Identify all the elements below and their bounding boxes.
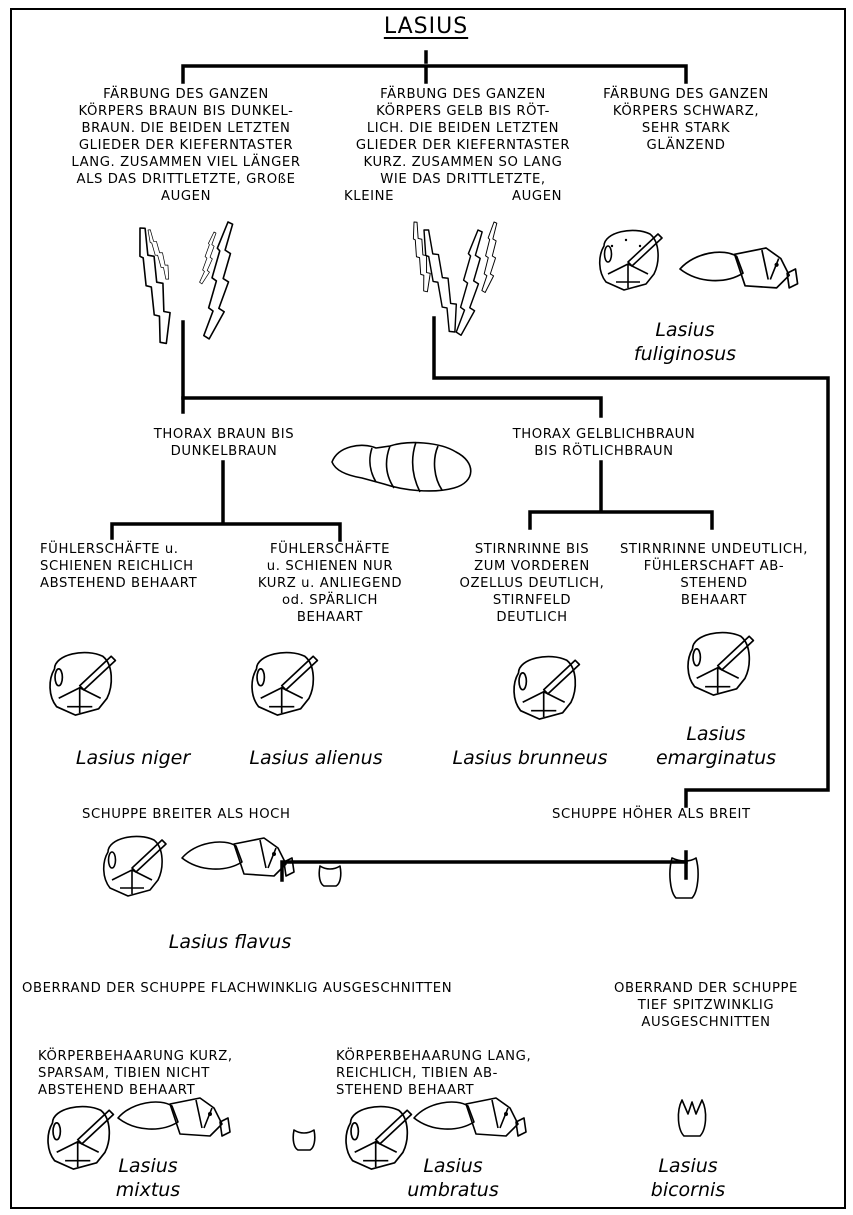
level3-a-text: FÜHLERSCHÄFTE u. SCHIENEN REICHLICH ABST… (40, 541, 197, 592)
level4-left-text: SCHUPPE BREITER ALS HOCH (82, 806, 291, 823)
level3-b-text: FÜHLERSCHÄFTE u. SCHIENEN NUR KURZ u. AN… (240, 541, 420, 626)
level1-middle-text: FÄRBUNG DES GANZEN KÖRPERS GELB BIS RÖT-… (318, 86, 608, 188)
level1-left-text: FÄRBUNG DES GANZEN KÖRPERS BRAUN BIS DUN… (48, 86, 324, 205)
title: LASIUS (366, 14, 486, 39)
species-brunneus: Lasius brunneus (432, 746, 628, 770)
species-flavus: Lasius flavus (150, 930, 310, 954)
level5-b-text: KÖRPERBEHAARUNG LANG, REICHLICH, TIBIEN … (336, 1048, 531, 1099)
species-fuliginosus: Lasius fuliginosus (620, 318, 750, 366)
level5-left-text: OBERRAND DER SCHUPPE FLACHWINKLIG AUSGES… (22, 980, 452, 997)
level2-left-text: THORAX BRAUN BIS DUNKELBRAUN (114, 426, 334, 460)
level1-right-text: FÄRBUNG DES GANZEN KÖRPERS SCHWARZ, SEHR… (572, 86, 800, 154)
species-alienus: Lasius alienus (228, 746, 404, 770)
species-bicornis: Lasius bicornis (628, 1154, 748, 1202)
level3-d-text: STIRNRINNE UNDEUTLICH, FÜHLERSCHAFT AB- … (596, 541, 832, 609)
level2-right-text: THORAX GELBLICHBRAUN BIS RÖTLICHBRAUN (486, 426, 722, 460)
level1-middle-kleine: KLEINE (344, 188, 394, 205)
level5-a-text: KÖRPERBEHAARUNG KURZ, SPARSAM, TIBIEN NI… (38, 1048, 233, 1099)
species-umbratus: Lasius umbratus (388, 1154, 518, 1202)
level5-right-text: OBERRAND DER SCHUPPE TIEF SPITZWINKLIG A… (606, 980, 806, 1031)
species-mixtus: Lasius mixtus (88, 1154, 208, 1202)
species-niger: Lasius niger (38, 746, 228, 770)
level4-right-text: SCHUPPE HÖHER ALS BREIT (552, 806, 751, 823)
level1-middle-augen: AUGEN (512, 188, 562, 205)
species-emarginatus: Lasius emarginatus (636, 722, 796, 770)
